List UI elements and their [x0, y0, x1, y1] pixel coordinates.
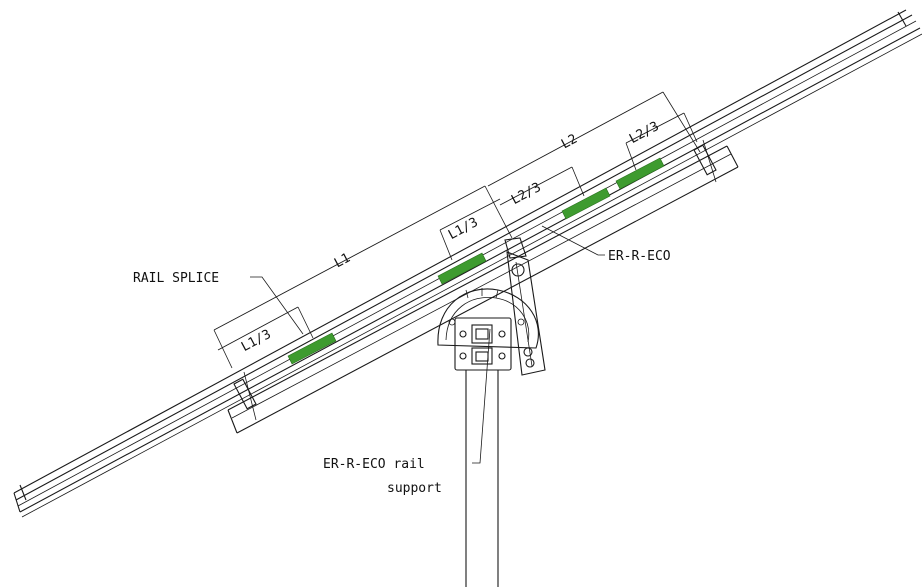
dim-l2-third-a-label: L2/3	[509, 180, 544, 208]
rail-splice-2	[437, 252, 487, 285]
rail-splices	[287, 157, 665, 365]
support-post	[465, 370, 499, 587]
rail-support-label-line2: support	[387, 481, 442, 496]
slew-drive-hub	[437, 288, 539, 371]
dimension-lines	[213, 91, 701, 369]
rail-clamp-right	[693, 139, 717, 183]
rail-splice-3	[561, 187, 611, 220]
rail-splice-1	[287, 332, 337, 365]
dim-l1-third-b-label: L1/3	[446, 215, 481, 243]
rail-support-bracket	[504, 237, 546, 376]
dim-l2-third-b-label: L2/3	[627, 119, 662, 147]
er-r-eco-label: ER-R-ECO	[608, 249, 671, 264]
torque-tube	[227, 145, 739, 434]
dim-l2-label: L2	[559, 132, 580, 153]
rail-splice-4	[615, 157, 665, 190]
rail-support-label-line1: ER-R-ECO rail	[323, 457, 425, 472]
rail-clamp-left	[233, 371, 257, 421]
dim-l1-third-a-label: L1/3	[239, 327, 274, 355]
leader-lines	[250, 225, 605, 464]
dim-l1-label: L1	[332, 251, 353, 272]
rail-splice-label: RAIL SPLICE	[133, 271, 219, 286]
